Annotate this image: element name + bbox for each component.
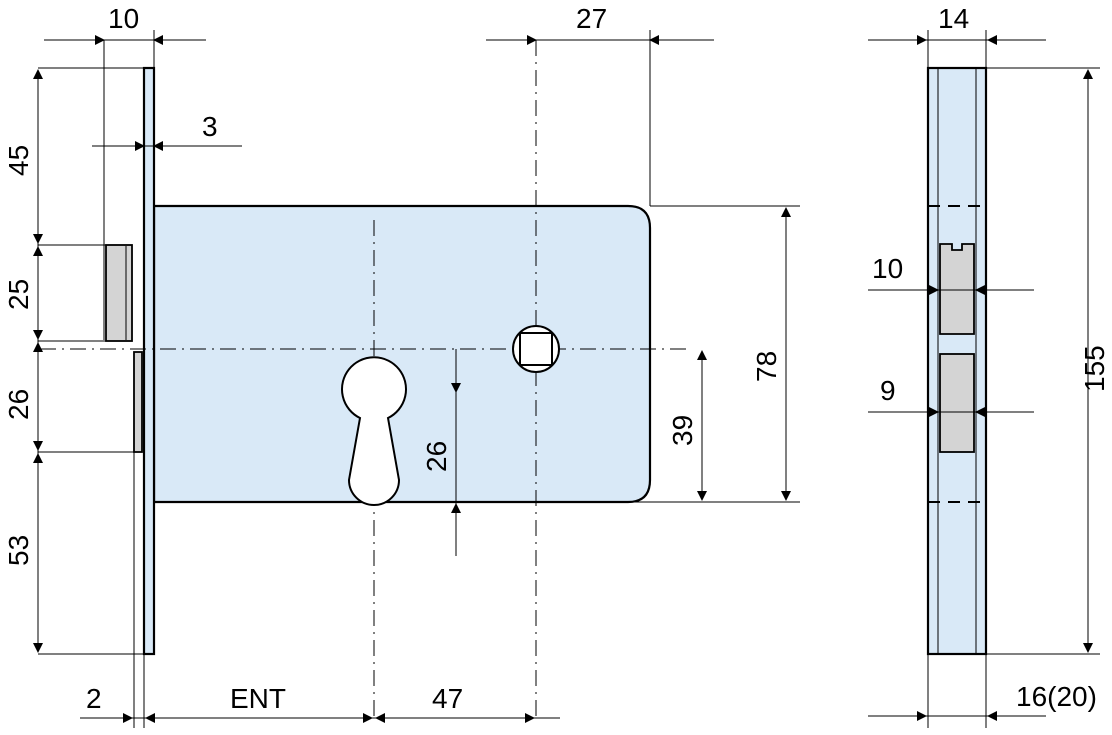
dim-latch-height: 25 <box>3 279 34 310</box>
dim-cylinder-distance: 26 <box>421 441 452 472</box>
side-view <box>926 66 988 656</box>
dim-side-width: 14 <box>938 3 969 34</box>
lock-case <box>152 204 652 504</box>
dim-backset-right: 27 <box>576 3 607 34</box>
dim-case-height: 78 <box>751 351 782 382</box>
spindle-square <box>519 332 553 366</box>
dim-front-offset: 3 <box>202 111 218 142</box>
dim-bottom-offset: 2 <box>86 683 102 714</box>
front-view <box>40 40 690 720</box>
dim-bolt-to-bottom: 53 <box>3 535 34 566</box>
dim-side-latch-width: 10 <box>872 253 903 284</box>
dim-entry: ENT <box>230 683 286 714</box>
latch-slot <box>939 243 975 335</box>
dim-side-bolt-width: 9 <box>880 375 896 406</box>
front-dimensions: 10 3 27 45 25 26 53 78 <box>3 3 800 728</box>
case-outline-dashed <box>927 205 987 503</box>
dim-top-to-latch: 45 <box>3 145 34 176</box>
deadbolt <box>133 351 143 453</box>
cylinder-hole <box>341 356 407 506</box>
dim-latch-to-bolt: 26 <box>3 389 34 420</box>
dim-spindle-distance: 47 <box>432 683 463 714</box>
bolt-slot <box>939 353 975 453</box>
latch-bolt <box>105 244 133 342</box>
dim-faceplate-width: 16(20) <box>1016 681 1097 712</box>
dim-faceplate-height: 155 <box>1079 345 1110 392</box>
dim-front-thickness: 10 <box>108 3 139 34</box>
dim-axis-to-case-bottom: 39 <box>667 415 698 446</box>
side-dimensions: 14 10 9 155 16(20) <box>868 3 1110 728</box>
faceplate-front <box>142 66 156 656</box>
